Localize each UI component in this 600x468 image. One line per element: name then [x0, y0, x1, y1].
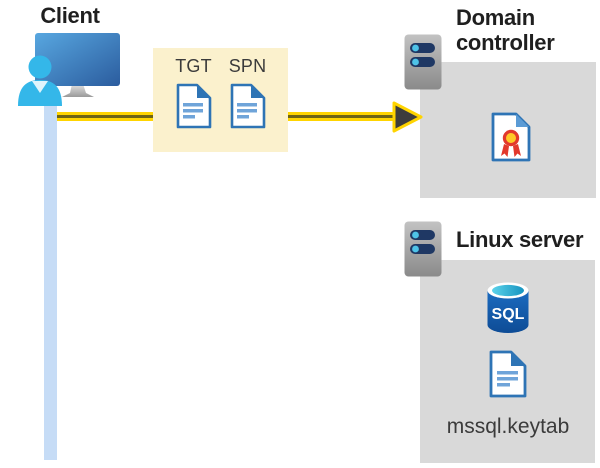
- spn-document-icon: [230, 83, 265, 129]
- spn-label: SPN: [228, 56, 267, 76]
- certificate-icon: [491, 112, 531, 162]
- client-lifeline: [44, 96, 57, 460]
- linux-server-icon: [404, 221, 442, 277]
- client-computer-icon: [18, 33, 120, 106]
- keytab-document-icon: [489, 350, 527, 398]
- domain-controller-server-icon: [404, 34, 442, 90]
- linux-server-label: Linux server: [456, 227, 584, 252]
- client-label: Client: [40, 3, 100, 28]
- request-arrow-head-icon: [392, 101, 423, 133]
- sql-label: SQL: [492, 306, 525, 323]
- sql-database-icon: SQL: [487, 282, 529, 333]
- domain-controller-label: Domain controller: [456, 5, 555, 55]
- ticket-box: TGT SPN: [153, 48, 288, 152]
- tgt-ticket: TGT: [175, 48, 213, 152]
- spn-ticket: SPN: [229, 48, 267, 152]
- tgt-label: TGT: [175, 56, 212, 76]
- keytab-label: mssql.keytab: [446, 415, 570, 438]
- tgt-document-icon: [176, 83, 211, 129]
